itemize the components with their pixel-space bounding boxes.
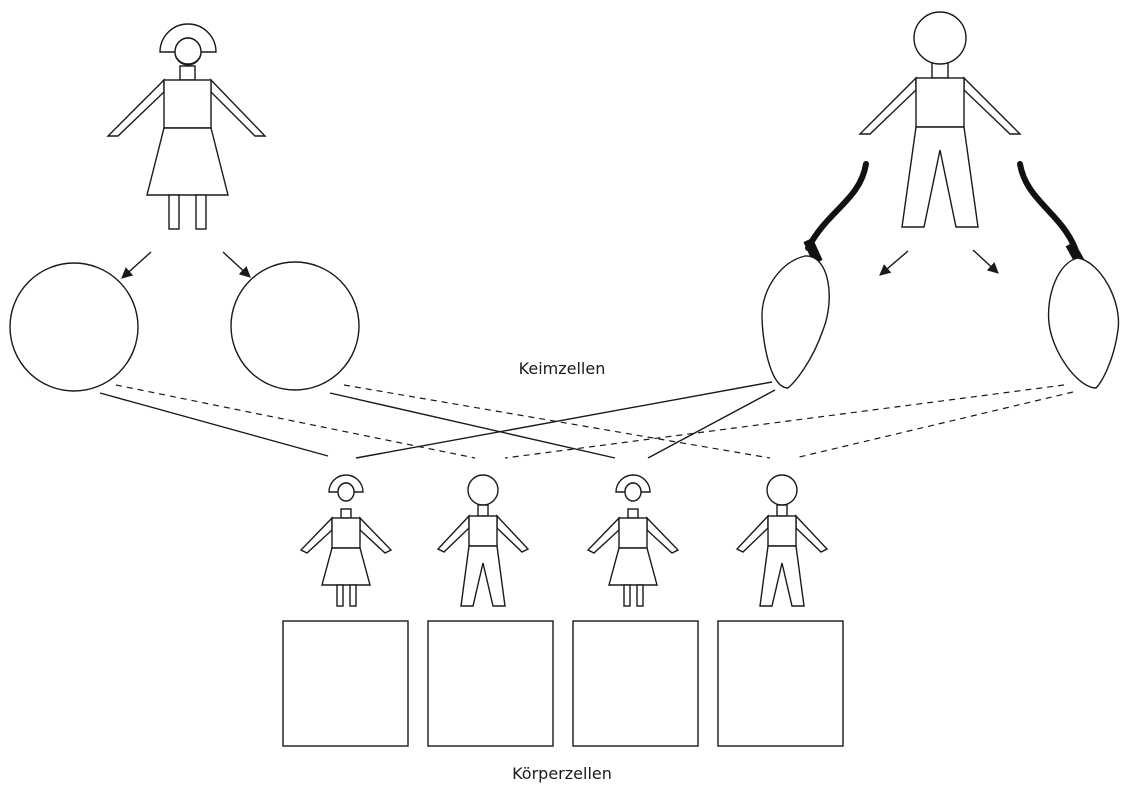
- offspring-female-2: [586, 474, 680, 607]
- body-cell-1: [282, 620, 409, 747]
- arrow-icon: [972, 249, 999, 274]
- egg-cells: [9, 261, 360, 392]
- female-parent-figure: [106, 23, 267, 230]
- arrow-icon: [222, 251, 251, 278]
- body-cell-2: [427, 620, 554, 747]
- arrow-icon: [121, 251, 152, 279]
- sperm-cell-right: [1017, 161, 1120, 389]
- body-cell-4: [717, 620, 844, 747]
- arrow-icon: [879, 250, 909, 276]
- germ-cells-label: Keimzellen: [519, 359, 606, 378]
- body-cells-label: Körperzellen: [512, 764, 612, 783]
- body-cell-3: [572, 620, 699, 747]
- offspring-male-1: [436, 474, 530, 607]
- arrows: [121, 249, 999, 279]
- offspring-female-1: [299, 474, 393, 607]
- male-parent-figure: [858, 11, 1022, 228]
- egg-cell-1: [9, 262, 139, 392]
- offspring-male-2: [735, 474, 829, 607]
- combination-lines: [99, 381, 1074, 459]
- egg-cell-2: [230, 261, 360, 391]
- body-cells: [282, 620, 844, 747]
- sperm-cell-left: [761, 161, 869, 389]
